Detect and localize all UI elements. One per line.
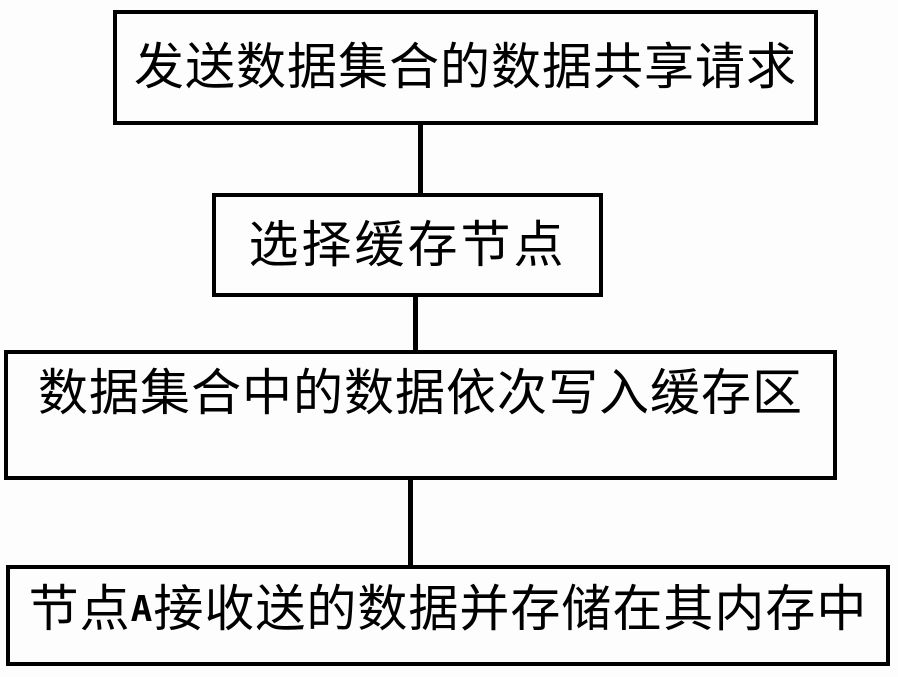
flow-step-label-part-post: 接收送的数据并存储在其内存中	[153, 580, 868, 638]
flow-step-label-part-a: A	[130, 588, 154, 630]
flow-step-label: 发送数据集合的数据共享请求	[134, 38, 797, 96]
flow-step-label: 数据集合中的数据依次写入缓存区	[38, 364, 803, 422]
connector-line-3	[408, 480, 413, 565]
flow-step-send-share-request: 发送数据集合的数据共享请求	[113, 10, 818, 125]
connector-line-1	[418, 125, 423, 193]
flow-step-label: 选择缓存节点	[248, 215, 567, 274]
flow-step-select-cache-node: 选择缓存节点	[212, 193, 603, 297]
connector-line-2	[413, 297, 418, 350]
flow-step-label-part-pre: 节点	[28, 580, 131, 638]
flow-step-write-to-cache: 数据集合中的数据依次写入缓存区	[4, 350, 837, 480]
